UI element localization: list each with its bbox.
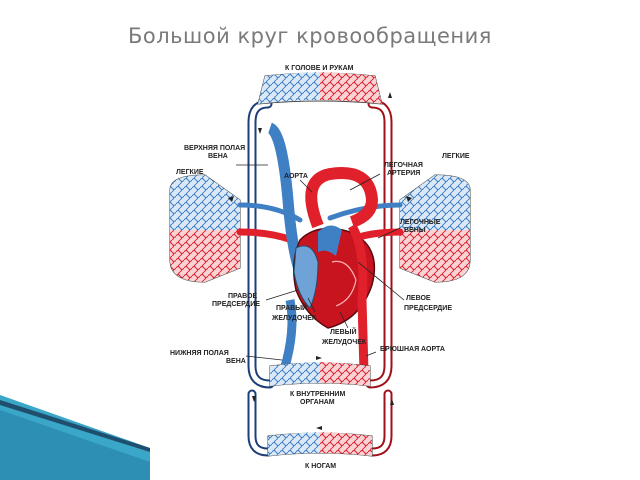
diagram-labels: К ГОЛОВЕ И РУКАМ ВЕРХНЯЯ ПОЛАЯ ВЕНА ЛЕГК…	[170, 65, 470, 470]
right-lung	[399, 174, 471, 283]
label-legs: К НОГАМ	[305, 463, 336, 470]
label-vena-cava-superior-2: ВЕНА	[208, 153, 228, 160]
label-vena-cava-inferior: НИЖНЯЯ ПОЛАЯ	[170, 350, 229, 357]
head-capillary-network	[257, 72, 383, 105]
label-left-ventricle-2: ЖЕЛУДОЧЕК	[321, 339, 367, 346]
label-lungs-left: ЛЕГКИЕ	[176, 169, 204, 176]
arterial-circuit	[365, 99, 393, 457]
slide-title: Большой круг кровообращения	[128, 24, 492, 48]
label-right-ventricle: ПРАВЫЙ	[276, 303, 307, 312]
organs-capillary-network	[269, 362, 371, 387]
label-pulmonary-artery: ЛЕГОЧНАЯ	[384, 162, 423, 169]
label-vena-cava-inferior-2: ВЕНА	[226, 358, 246, 365]
label-vena-cava-superior: ВЕРХНЯЯ ПОЛАЯ	[184, 145, 245, 152]
label-left-ventricle: ЛЕВЫЙ	[330, 327, 357, 336]
left-lung	[169, 174, 241, 283]
venous-circuit	[247, 99, 275, 457]
label-internal-organs: К ВНУТРЕННИМ	[290, 391, 345, 398]
label-pulmonary-veins: ЛЕГОЧНЫЕ	[400, 219, 441, 226]
label-lungs-right: ЛЕГКИЕ	[442, 153, 470, 160]
label-pulmonary-veins-2: ВЕНЫ	[404, 227, 426, 234]
label-left-atrium-2: ПРЕДСЕРДИЕ	[404, 305, 452, 312]
flow-arrows	[228, 92, 412, 430]
leader-lines	[236, 164, 405, 361]
label-right-atrium: ПРАВОЕ	[228, 293, 257, 300]
label-abdominal-aorta: БРЮШНАЯ АОРТА	[380, 346, 445, 353]
label-left-atrium: ЛЕВОЕ	[406, 295, 431, 302]
label-right-ventricle-2: ЖЕЛУДОЧЕК	[271, 315, 317, 322]
label-right-atrium-2: ПРЕДСЕРДИЕ	[212, 301, 260, 308]
label-internal-organs-2: ОРГАНАМ	[300, 399, 335, 406]
heart	[267, 122, 379, 373]
label-aorta: АОРТА	[284, 173, 308, 180]
label-head-arms: К ГОЛОВЕ И РУКАМ	[285, 65, 354, 72]
legs-capillary-network	[267, 432, 373, 457]
label-pulmonary-artery-2: АРТЕРИЯ	[387, 170, 420, 177]
